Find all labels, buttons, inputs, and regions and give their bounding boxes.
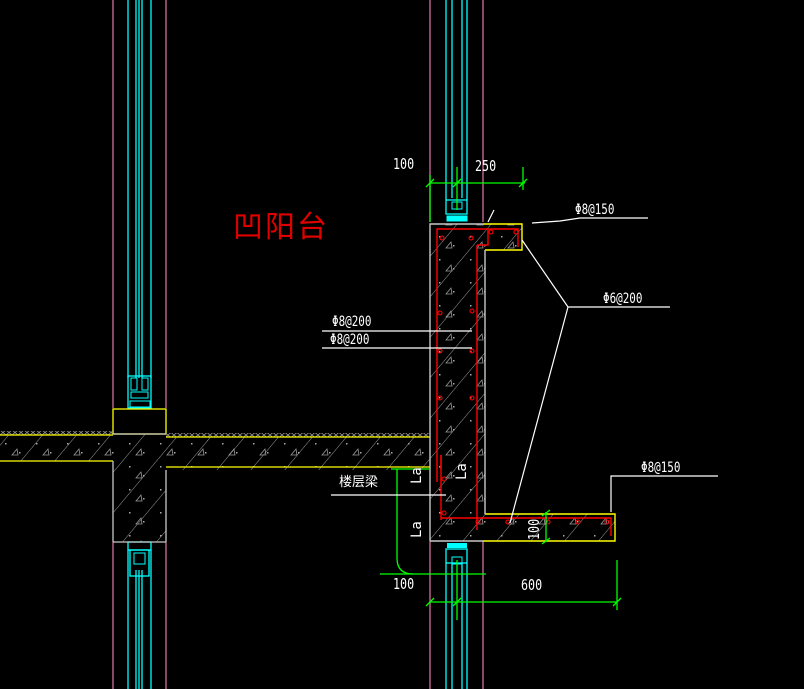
left-wall [112, 0, 167, 689]
dimension-bottom-left: 100 [393, 575, 415, 593]
beam-label: 楼层梁 [339, 475, 379, 490]
dimension-lines [380, 167, 622, 620]
anchorage-label-la-3: La [409, 521, 425, 538]
balcony-section [429, 223, 616, 542]
dimension-slab-thickness: 100 [525, 518, 543, 540]
rebar-label-side-stirrup: Φ6@200 [603, 291, 643, 307]
anchorage-label-la-1: La [409, 467, 425, 484]
dimension-top-left: 100 [393, 155, 415, 173]
rebar-label-wall-upper: Φ8@200 [332, 314, 372, 330]
drawing-title: 凹阳台 [233, 210, 329, 245]
dimension-top-right: 250 [475, 157, 497, 175]
leader-lines [322, 209, 718, 524]
rebar-label-top-lip: Φ8@150 [575, 202, 615, 218]
dimension-bottom-right: 600 [521, 576, 543, 594]
anchorage-label-la-2: La [454, 463, 470, 480]
floor-slab [0, 431, 430, 543]
right-wall [429, 0, 484, 689]
rebar-label-bottom-slab: Φ8@150 [641, 460, 681, 476]
rebar-label-wall-lower: Φ8@200 [330, 332, 370, 348]
